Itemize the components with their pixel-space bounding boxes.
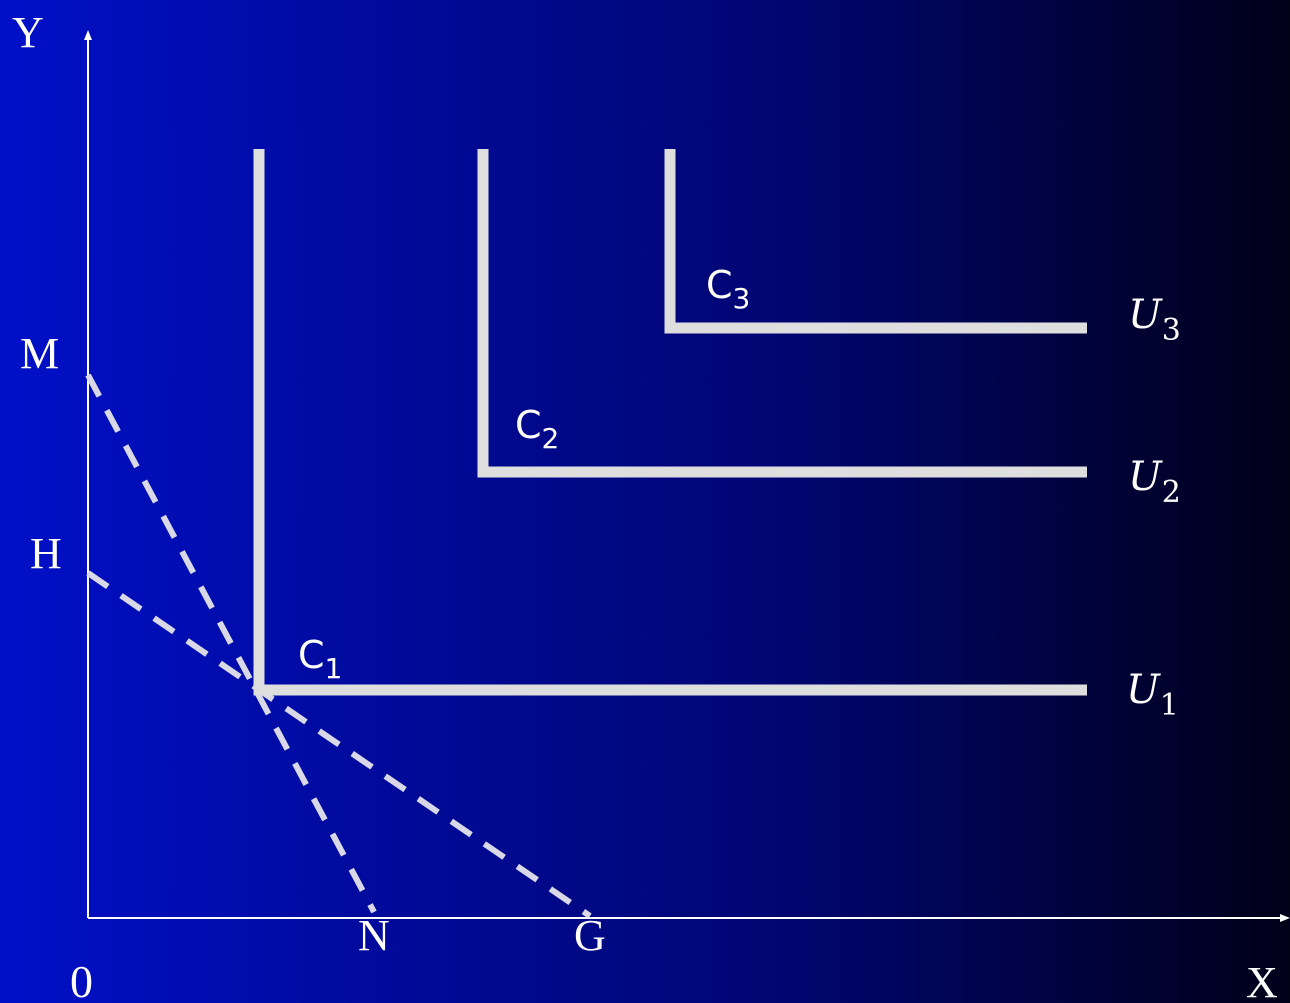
intercept-label-h: H [30,529,62,578]
intercept-label-n: N [358,911,390,960]
origin-label: 0 [70,956,93,1003]
curve-label-u2: U2 [1128,454,1181,510]
indifference-curve-u1 [253,149,1087,696]
curve-label-u3: U3 [1128,292,1181,348]
indifference-curve-u2 [477,149,1087,478]
curve-label-u2-sub: 2 [1162,475,1181,510]
corner-label-c1: C1 [298,633,342,685]
corner-label-c3-sub: 3 [733,282,751,315]
intercept-label-m: M [20,329,59,378]
corner-label-c2-sub: 2 [542,422,560,455]
intercept-label-g: G [574,911,606,960]
corner-label-c2: C2 [515,403,559,455]
budget-line-h-g [86,570,592,919]
indifference-curves [253,149,1087,696]
indifference-curve-u3 [664,149,1087,334]
curve-label-u3-sub: 3 [1162,313,1181,348]
axes [84,30,1290,922]
budget-lines [85,373,592,919]
corner-label-c3: C3 [706,263,750,315]
corner-label-c1-sub: 1 [325,652,343,685]
y-axis-arrow [84,30,92,40]
curve-label-u1: U1 [1126,667,1179,723]
x-axis-label: X [1246,958,1278,1003]
curve-label-u1-sub: 1 [1160,688,1179,723]
y-axis-label: Y [12,8,44,57]
x-axis-arrow [1280,914,1290,922]
budget-line-m-n [85,373,377,914]
